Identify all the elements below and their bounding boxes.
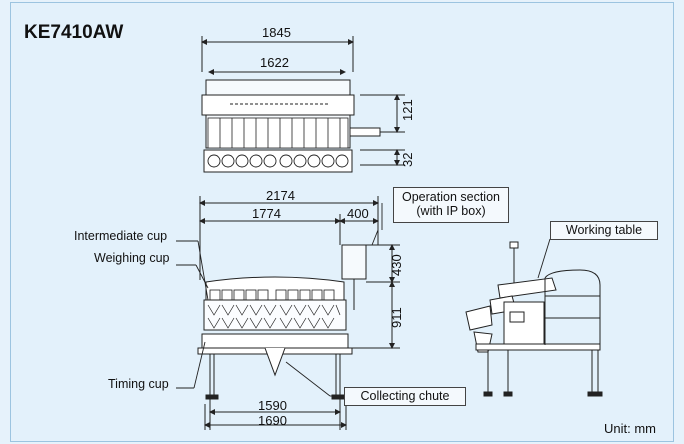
label-weighing-cup: Weighing cup xyxy=(94,251,170,265)
label-timing-cup: Timing cup xyxy=(108,377,169,391)
model-title: KE7410AW xyxy=(24,22,124,43)
dim-front-h1: 430 xyxy=(389,254,404,276)
dim-base2: 1690 xyxy=(258,413,287,428)
side-view xyxy=(465,241,603,397)
dim-front-main: 1774 xyxy=(252,206,281,221)
dim-front-op: 400 xyxy=(347,206,369,221)
label-collecting-chute: Collecting chute xyxy=(344,387,466,406)
operation-section-text: Operation section xyxy=(402,190,500,204)
dim-front-h2: 911 xyxy=(389,307,404,328)
label-intermediate-cup: Intermediate cup xyxy=(74,229,168,243)
dim-top-width: 1845 xyxy=(262,25,291,40)
front-view xyxy=(197,196,400,430)
dim-front-total: 2174 xyxy=(266,188,295,203)
dim-top-h1: 121 xyxy=(400,99,415,121)
label-working-table: Working table xyxy=(550,221,658,240)
dim-top-inner: 1622 xyxy=(260,55,289,70)
dim-base1: 1590 xyxy=(258,398,287,413)
with-ip-box-text: (with IP box) xyxy=(416,204,486,218)
dim-top-h2: 32 xyxy=(400,152,415,167)
top-view xyxy=(201,36,405,173)
label-operation-section: Operation section (with IP box) xyxy=(393,187,509,223)
leader-lines xyxy=(176,203,551,397)
unit-label: Unit: mm xyxy=(604,421,656,436)
